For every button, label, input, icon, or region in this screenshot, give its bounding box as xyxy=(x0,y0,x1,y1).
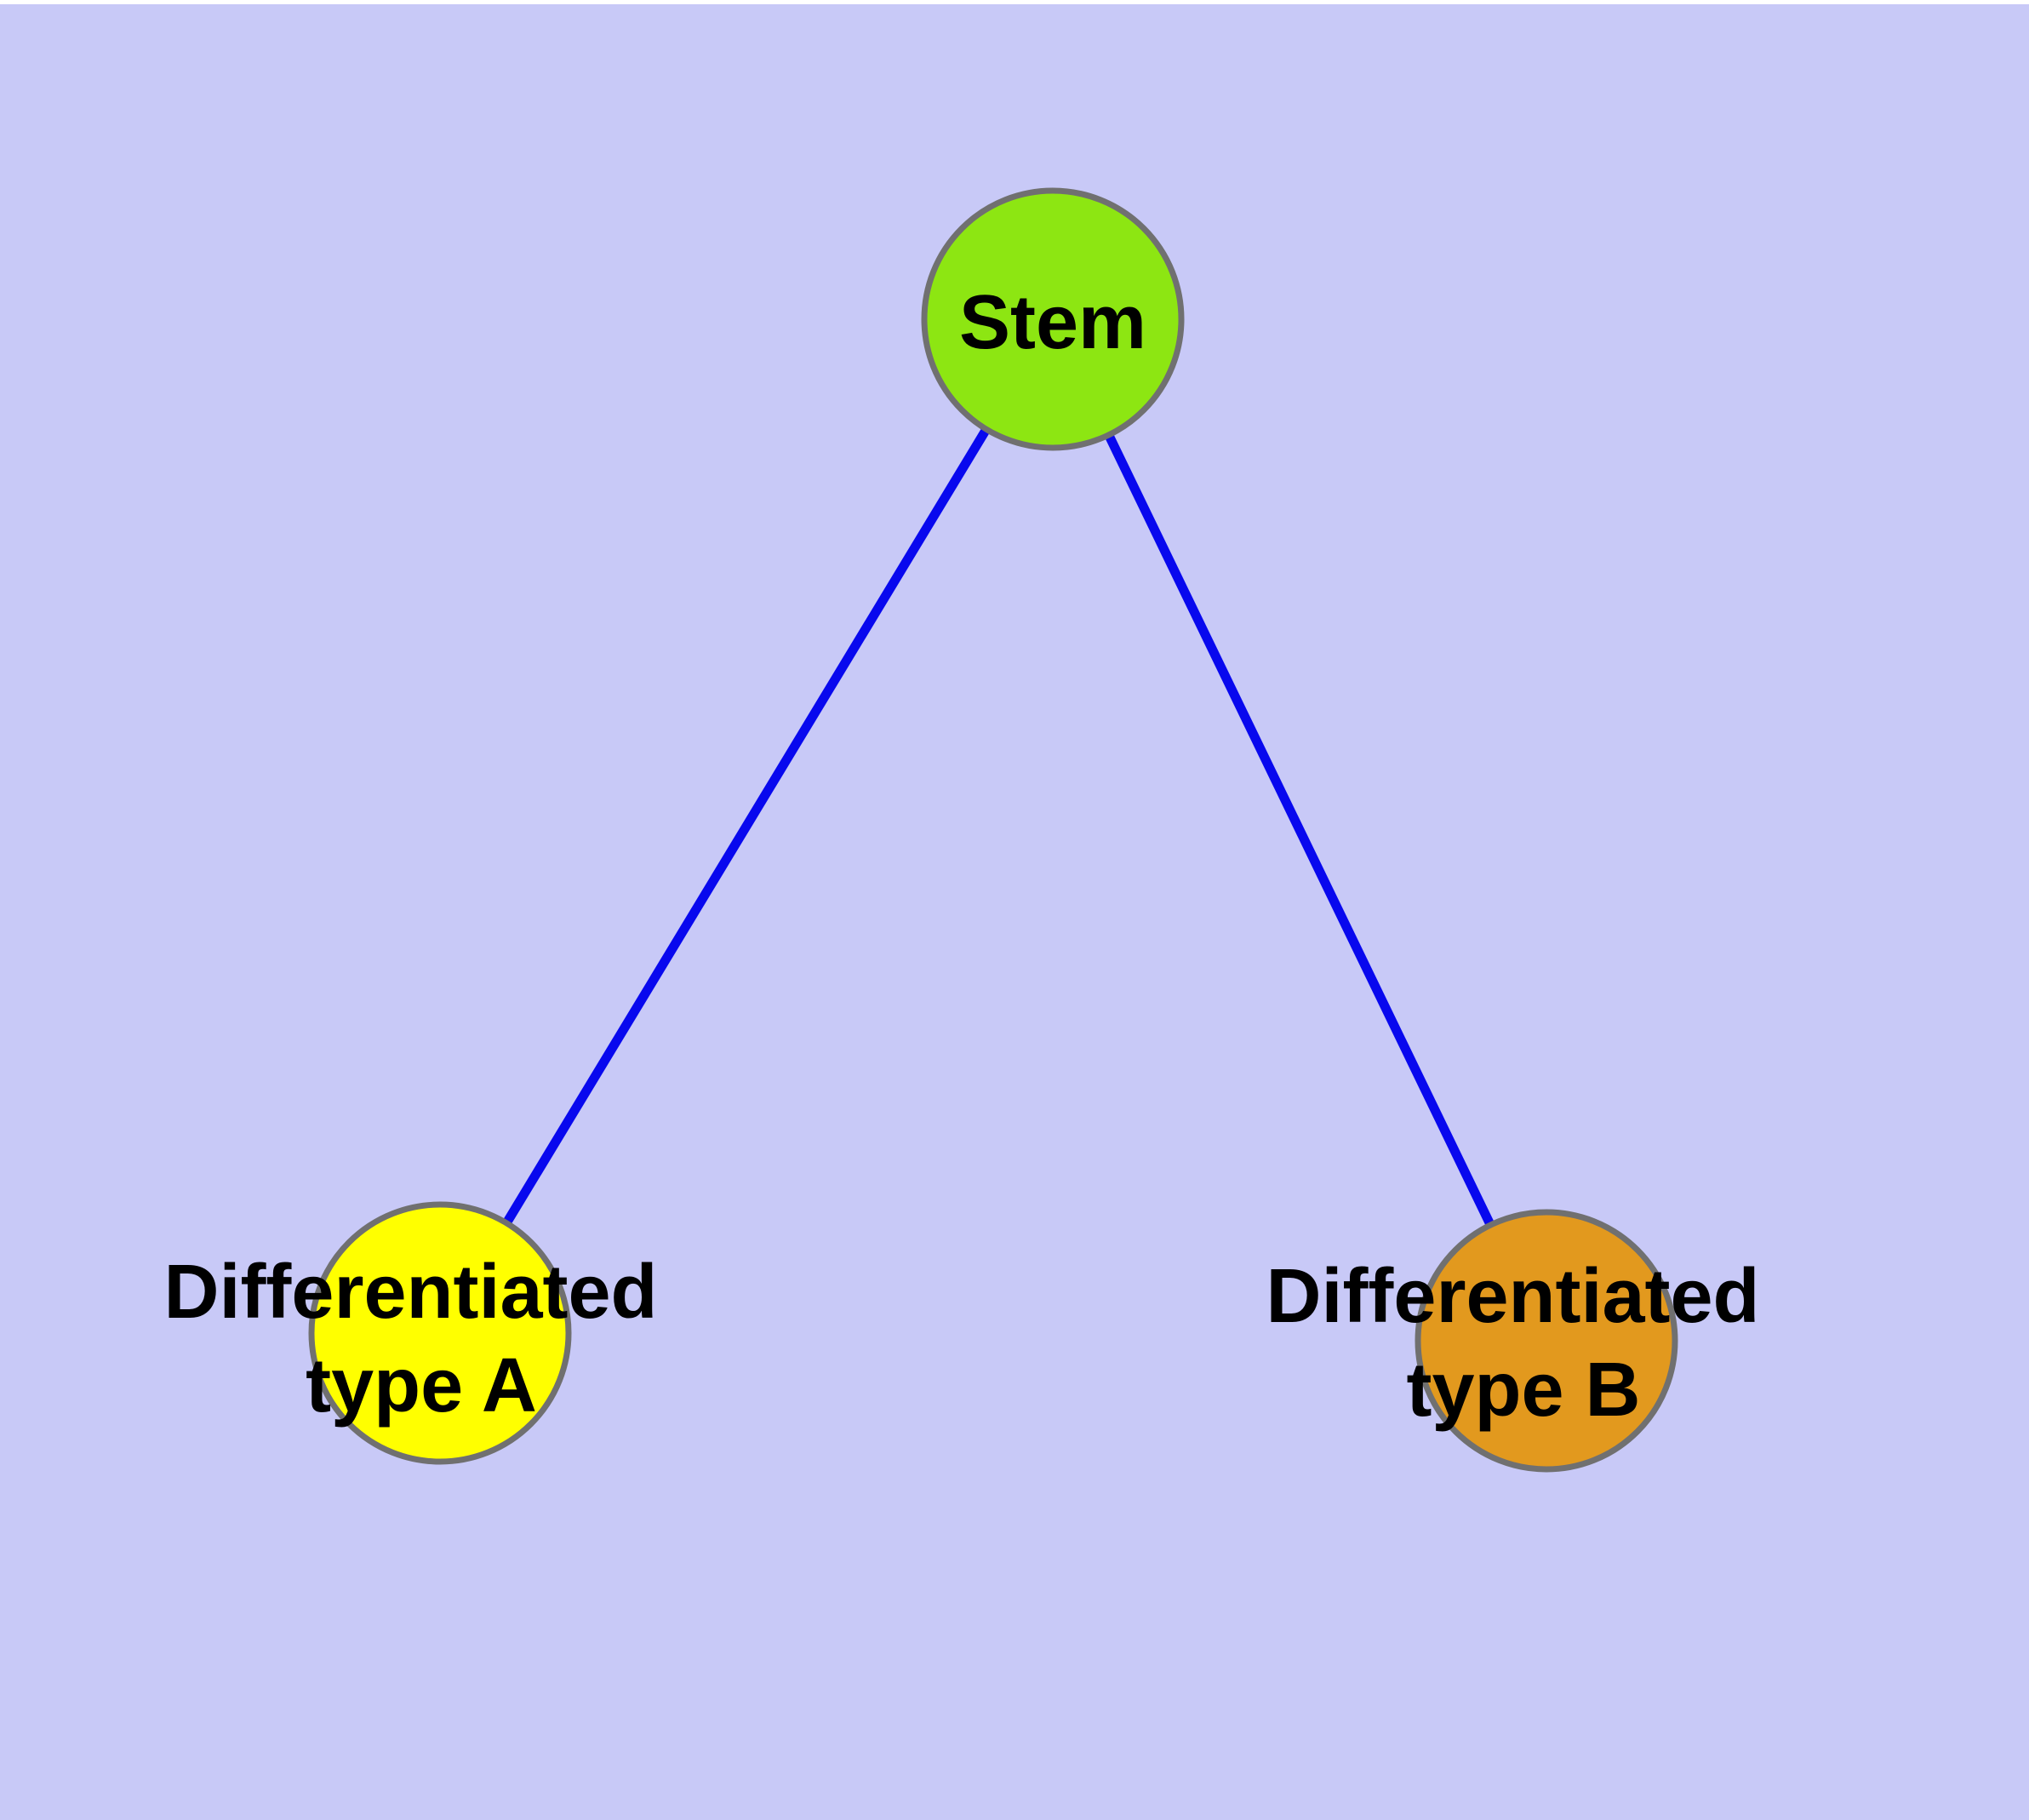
node-diff-a-label-line1: Differentiated xyxy=(163,1250,657,1335)
node-stem-label: Stem xyxy=(959,280,1146,365)
node-diff-a-circle xyxy=(308,1201,572,1465)
node-diff-a-label-line2: type A xyxy=(306,1343,537,1428)
node-stem-circle xyxy=(921,187,1185,451)
node-diff-b-circle xyxy=(1415,1209,1678,1473)
edge-stem-to-diff-b xyxy=(1049,317,1551,1343)
node-diff-b-label: Differentiated type B xyxy=(1266,1254,1780,1433)
node-diff-a-label: Differentiated type A xyxy=(163,1250,678,1428)
node-stem-label-line1: Stem xyxy=(959,280,1146,365)
edge-stem-to-diff-a xyxy=(436,317,1057,1336)
top-edge-strip xyxy=(0,0,2029,4)
node-diff-b-label-line2: type B xyxy=(1406,1348,1640,1433)
node-diff-b-label-line1: Differentiated xyxy=(1266,1254,1759,1339)
